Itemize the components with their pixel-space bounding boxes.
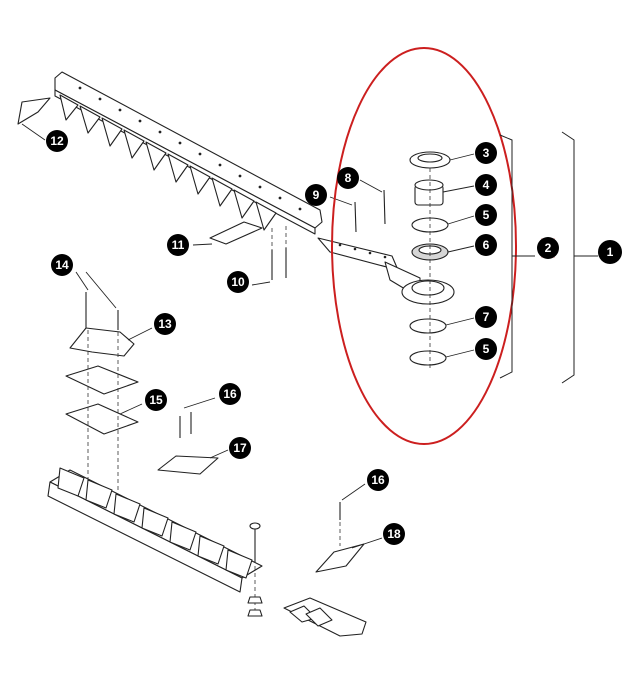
svg-text:18: 18 [387,527,401,541]
svg-text:12: 12 [50,134,64,148]
rivets [271,226,287,280]
double-guard [283,597,367,637]
svg-text:3: 3 [483,146,490,160]
highlight-ellipse [331,47,517,445]
callout-2[interactable]: 2 [537,237,559,259]
callout-1[interactable]: 1 [598,240,622,264]
bracket-part-2 [499,134,535,379]
callout-10[interactable]: 10 [227,271,249,293]
svg-text:13: 13 [158,317,172,331]
pitman-arm [317,237,455,305]
callout-13[interactable]: 13 [154,313,176,335]
guards [57,467,253,579]
svg-text:14: 14 [55,258,69,272]
svg-text:7: 7 [483,310,490,324]
svg-text:1: 1 [607,245,614,259]
svg-text:16: 16 [371,473,385,487]
bolt-8 [383,189,386,225]
seal-7 [409,318,447,334]
guard-18 [315,543,365,573]
knife-sections [59,94,277,231]
svg-text:6: 6 [483,238,490,252]
callout-3[interactable]: 3 [475,142,497,164]
callout-6[interactable]: 6 [475,234,497,256]
bar-holes [78,86,302,211]
shim-plate [65,365,139,395]
hold-down-clip [69,327,135,357]
guard-17 [157,455,219,475]
bolt-9 [354,201,357,233]
svg-text:5: 5 [483,208,490,222]
guard-bar [47,467,263,593]
svg-text:11: 11 [172,238,185,252]
callout-16-lower[interactable]: 16 [367,469,389,491]
svg-text:8: 8 [345,171,352,185]
svg-text:10: 10 [231,275,245,289]
wear-plate-15 [65,403,139,435]
svg-text:5: 5 [483,342,490,356]
knife-section [209,221,263,245]
svg-text:16: 16 [223,387,237,401]
callout-5-lower[interactable]: 5 [475,338,497,360]
callout-14[interactable]: 14 [51,254,73,276]
callout-9[interactable]: 9 [305,184,327,206]
sickle-bar-assembly [54,71,323,235]
svg-text:9: 9 [313,188,320,202]
bracket-part-1 [561,131,598,384]
callout-18[interactable]: 18 [383,523,405,545]
callout-11[interactable]: 11 [167,234,189,256]
callout-12[interactable]: 12 [46,130,68,152]
callout-8[interactable]: 8 [337,167,359,189]
callout-7[interactable]: 7 [475,306,497,328]
svg-text:2: 2 [545,241,552,255]
callout-17[interactable]: 17 [229,437,251,459]
svg-text:4: 4 [483,178,490,192]
svg-text:15: 15 [149,393,163,407]
callout-5-upper[interactable]: 5 [475,204,497,226]
callout-4[interactable]: 4 [475,174,497,196]
svg-text:17: 17 [233,441,247,455]
bolt-and-nut [247,522,263,617]
callout-15[interactable]: 15 [145,389,167,411]
end-knife-section [17,97,51,125]
bearing-stack [409,151,475,370]
callout-16-upper[interactable]: 16 [219,383,241,405]
snap-ring-5-lower [409,350,447,366]
